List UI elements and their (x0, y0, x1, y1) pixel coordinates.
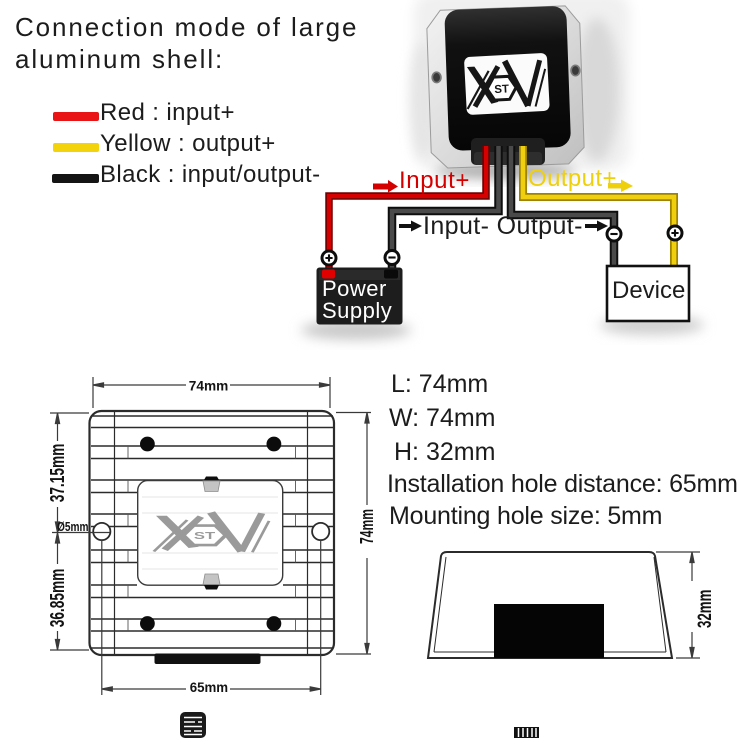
svg-text:32mm: 32mm (694, 590, 716, 628)
svg-text:65mm: 65mm (190, 680, 228, 695)
svg-text:74mm: 74mm (189, 377, 229, 393)
svg-text:74mm: 74mm (357, 509, 377, 544)
svg-text:36.85mm: 36.85mm (47, 569, 69, 628)
svg-text:37.15mm: 37.15mm (47, 444, 69, 503)
svg-text:Ø5mm: Ø5mm (57, 519, 89, 534)
